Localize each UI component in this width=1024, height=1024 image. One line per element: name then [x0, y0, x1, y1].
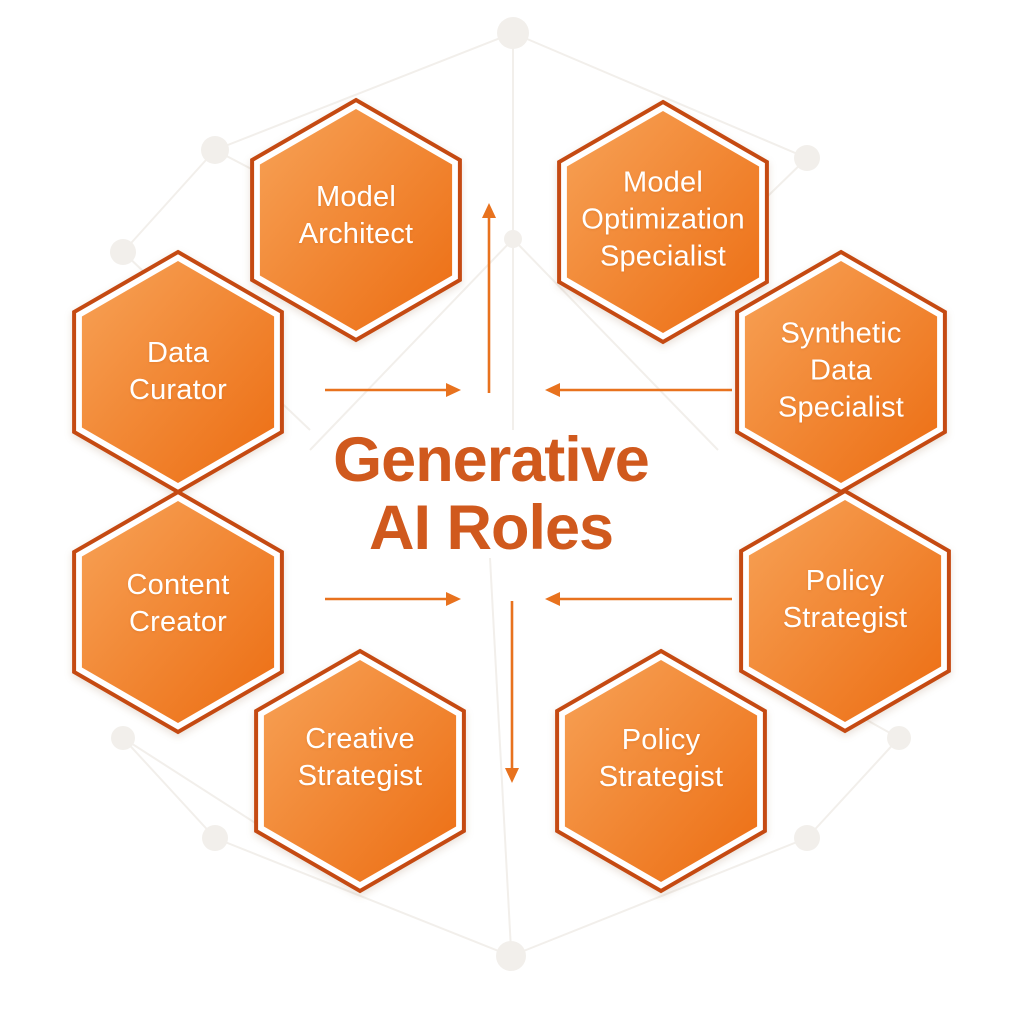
- network-node: [201, 136, 229, 164]
- arrow-down: [505, 601, 519, 783]
- diagram-title: Generative AI Roles: [333, 424, 650, 563]
- hexagon-label-synthetic-data-specialist: Synthetic Data Specialist: [777, 317, 905, 424]
- hexagon-creative-strategist: [254, 648, 466, 894]
- hexagon-label-model-architect: Model Architect: [298, 180, 414, 250]
- hexagon-label-creative-strategist: Creative Strategist: [297, 722, 423, 792]
- hexagon-label-data-curator: Data Curator: [128, 336, 228, 406]
- hexagon-data-curator: [72, 249, 284, 495]
- hexagon-model-architect: [250, 97, 462, 343]
- network-node: [794, 825, 820, 851]
- network-node: [794, 145, 820, 171]
- title-line-1: Generative: [333, 424, 650, 495]
- network-node: [504, 230, 522, 248]
- hexagon-label-policy-strategist-right: Policy Strategist: [782, 564, 908, 634]
- arrow-up: [482, 203, 496, 393]
- hexagon-label-content-creator: Content Creator: [126, 568, 230, 638]
- hexagon-model-optimization-specialist: [557, 99, 769, 345]
- network-node: [110, 239, 136, 265]
- hexagon-synthetic-data-specialist: [735, 249, 947, 495]
- hexagon-label-model-optimization-specialist: Model Optimization Specialist: [581, 166, 745, 273]
- hexagon-policy-strategist-right: [739, 488, 951, 734]
- hexagon-label-policy-strategist-bottom: Policy Strategist: [598, 723, 724, 793]
- arrow-right-upper: [325, 383, 461, 397]
- network-node: [887, 726, 911, 750]
- network-node: [202, 825, 228, 851]
- network-node: [496, 941, 526, 971]
- hexagon-content-creator: [72, 489, 284, 735]
- network-node: [497, 17, 529, 49]
- hexagons: [72, 97, 951, 894]
- arrow-left-upper: [545, 383, 732, 397]
- hexagon-policy-strategist-bottom: [555, 648, 767, 894]
- arrows: [325, 203, 732, 783]
- arrow-left-lower: [545, 592, 732, 606]
- network-node: [111, 726, 135, 750]
- arrow-right-lower: [325, 592, 461, 606]
- title-line-2: AI Roles: [368, 493, 614, 563]
